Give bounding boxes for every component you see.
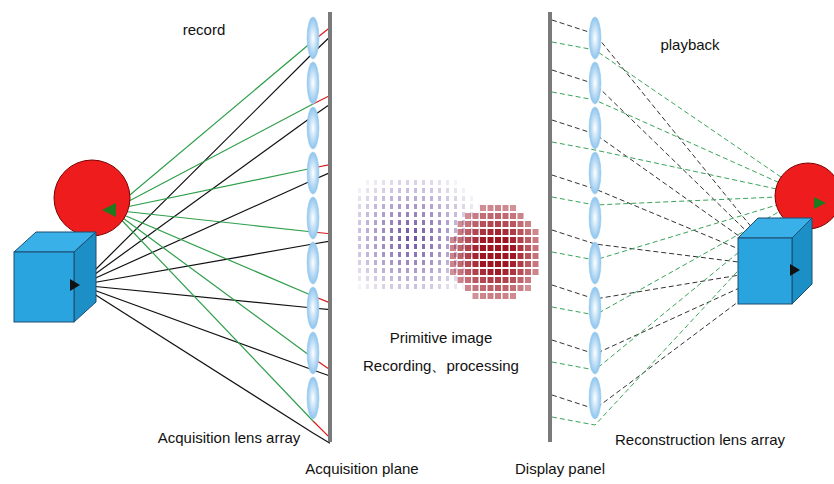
lens — [589, 287, 601, 329]
acquisition-plane — [328, 12, 332, 442]
cube-side — [792, 218, 812, 304]
acquisition-lens-array — [307, 17, 319, 419]
lens — [589, 377, 601, 419]
part-label: Acquisition lens array — [158, 430, 301, 447]
image-caption: Primitive image — [390, 330, 493, 347]
lens — [307, 287, 319, 329]
lens — [589, 17, 601, 59]
lens — [589, 107, 601, 149]
image-caption: Recording、processing — [363, 358, 519, 375]
lens — [307, 62, 319, 104]
blue-cube — [14, 252, 74, 322]
section-title: playback — [660, 37, 719, 54]
lens — [307, 332, 319, 374]
viewpoint — [814, 197, 826, 209]
lens — [589, 197, 601, 239]
lens — [307, 107, 319, 149]
recording-rays — [80, 27, 330, 443]
part-label: Display panel — [515, 461, 605, 478]
lens — [589, 332, 601, 374]
lens — [589, 62, 601, 104]
blue-cube — [738, 238, 792, 304]
display-panel — [548, 12, 552, 442]
cube-side — [74, 232, 96, 322]
ray-origin — [102, 203, 116, 217]
lens — [589, 152, 601, 194]
lens — [307, 17, 319, 59]
red-sphere — [54, 160, 130, 236]
section-title: record — [183, 22, 226, 39]
reconstruction-lens-array — [589, 17, 601, 419]
lens — [307, 197, 319, 239]
part-label: Reconstruction lens array — [615, 432, 785, 449]
lens — [307, 152, 319, 194]
lens — [307, 242, 319, 284]
lens — [589, 242, 601, 284]
viewpoint — [790, 264, 800, 276]
lens — [307, 377, 319, 419]
ray-origin — [70, 279, 80, 291]
elemental-image — [358, 180, 539, 299]
part-label: Acquisition plane — [305, 461, 418, 478]
